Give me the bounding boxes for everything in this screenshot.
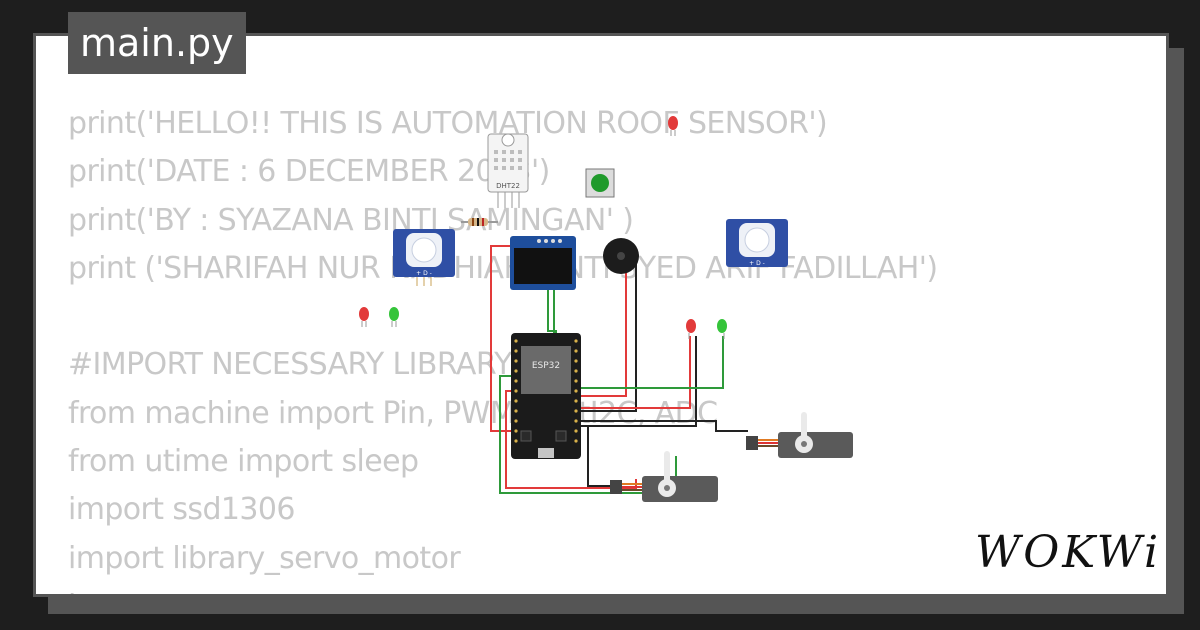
- dht22-label: DHT22: [496, 182, 520, 190]
- pir-sensor-left[interactable]: + D -: [393, 229, 455, 286]
- led-red-top[interactable]: [668, 116, 678, 136]
- code-line: #IMPORT NECESSARY LIBRARY: [68, 347, 513, 383]
- file-tab-label: main.py: [80, 21, 234, 65]
- code-line: im: [68, 583, 937, 594]
- push-button[interactable]: [585, 168, 615, 198]
- wokwi-logo: WOKWi: [975, 525, 1158, 580]
- dht22-sensor[interactable]: DHT22: [487, 133, 529, 208]
- oled-display[interactable]: [510, 236, 576, 290]
- project-card[interactable]: print('HELLO!! THIS IS AUTOMATION ROOF S…: [33, 33, 1169, 597]
- pir-sensor-right[interactable]: + D -: [726, 219, 788, 267]
- led-red-right[interactable]: [686, 319, 696, 339]
- circuit-diagram[interactable]: DHT22 + D -: [36, 36, 1169, 597]
- wire-red-left: [490, 245, 512, 432]
- pir-right-marks: + D -: [749, 260, 765, 267]
- resistor[interactable]: [461, 218, 498, 226]
- wire-green-led: [581, 336, 724, 389]
- wokwi-logo-text: WOKWi: [975, 527, 1162, 578]
- wire-black-servo-left: [587, 426, 611, 487]
- led-red-left[interactable]: [359, 307, 369, 327]
- esp32-label: ESP32: [532, 361, 560, 371]
- code-line: import library_servo_motor: [68, 540, 461, 576]
- servo-motor-right[interactable]: [746, 412, 853, 458]
- led-green-right[interactable]: [717, 319, 727, 339]
- wire-red-led: [581, 336, 691, 409]
- pir-left-marks: + D -: [416, 270, 432, 277]
- file-tab[interactable]: main.py: [68, 12, 246, 74]
- code-line: from utime import sleep: [68, 444, 419, 480]
- led-green-left[interactable]: [389, 307, 399, 327]
- buzzer[interactable]: [603, 238, 639, 274]
- servo-motor-bottom[interactable]: [610, 451, 718, 502]
- wire-black-servo-right: [581, 420, 748, 432]
- esp32-board[interactable]: ESP32: [511, 333, 581, 459]
- wire-red-buzzer: [581, 261, 627, 397]
- wire-black-led: [581, 336, 697, 427]
- wire-black-buzzer: [581, 261, 637, 412]
- code-line: import ssd1306: [68, 492, 295, 528]
